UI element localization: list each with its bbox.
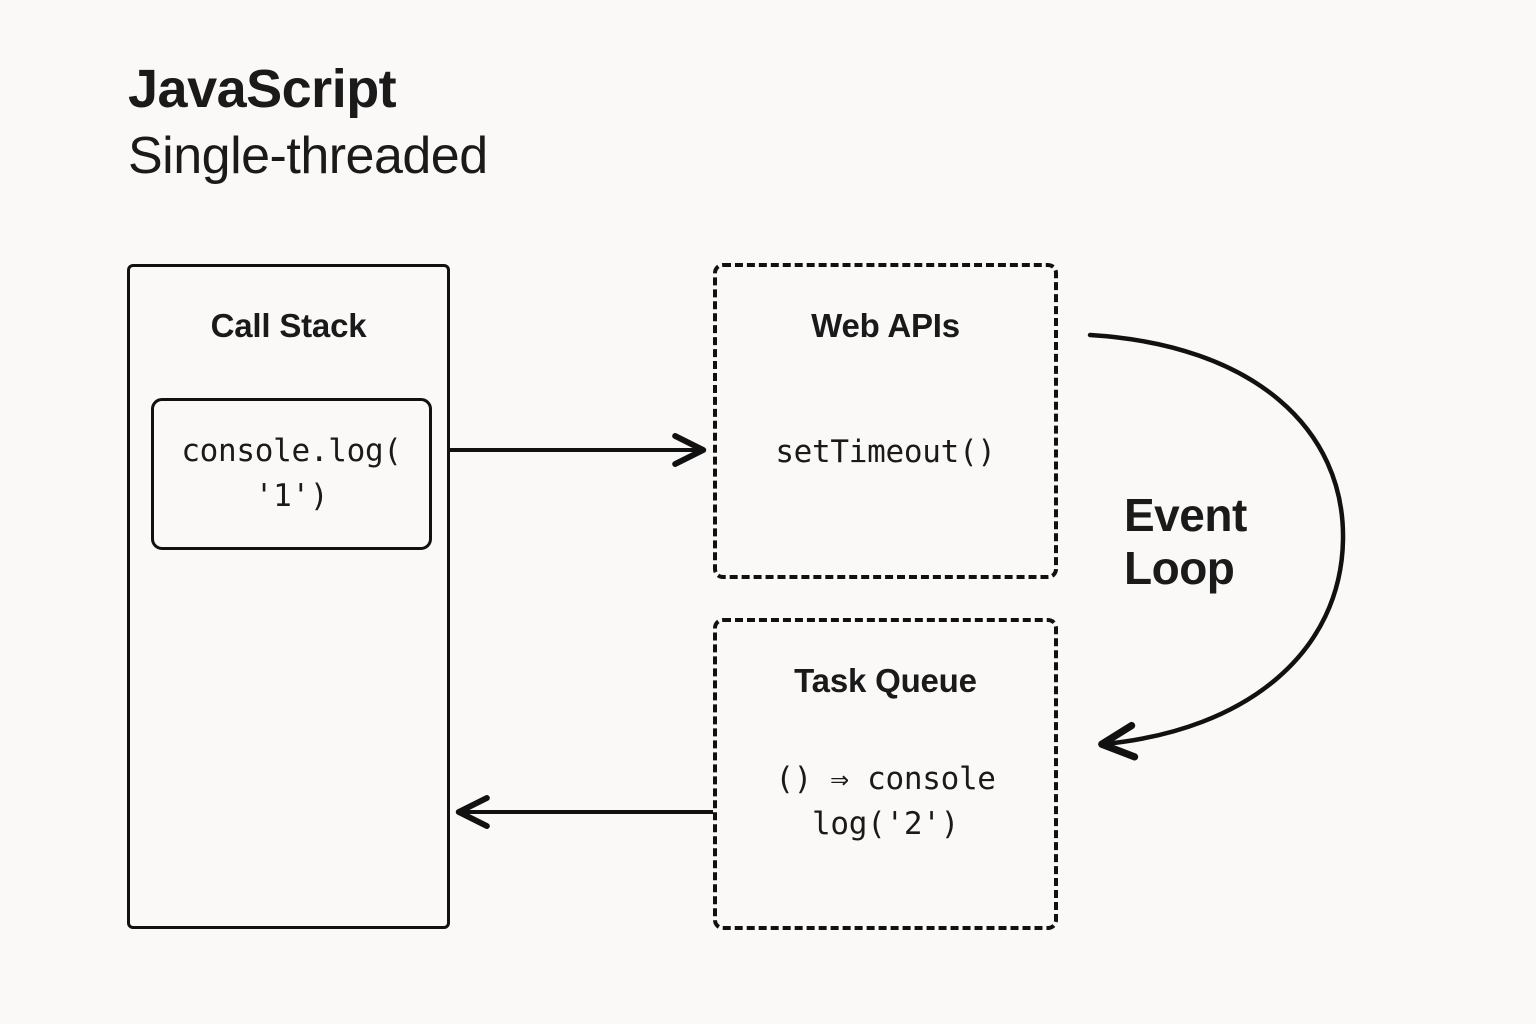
- call-stack-box: Call Stack console.log( '1'): [127, 264, 450, 929]
- task-queue-label: Task Queue: [794, 662, 977, 699]
- web-apis-item-code: setTimeout(): [775, 434, 996, 470]
- page-title: JavaScript Single-threaded: [128, 62, 488, 182]
- event-loop-label: Event Loop: [1124, 489, 1247, 594]
- task-queue-item-code: () ⇒ console log('2'): [775, 761, 996, 842]
- call-stack-frame-code: console.log( '1'): [181, 433, 402, 514]
- web-apis-label: Web APIs: [811, 307, 960, 344]
- title-subtitle: Single-threaded: [128, 127, 488, 185]
- call-stack-label: Call Stack: [210, 307, 367, 344]
- call-stack-frame: console.log( '1'): [151, 398, 432, 550]
- task-queue-box: Task Queue () ⇒ console log('2'): [713, 618, 1058, 930]
- title-main: JavaScript: [128, 59, 397, 119]
- web-apis-box: Web APIs setTimeout(): [713, 263, 1058, 579]
